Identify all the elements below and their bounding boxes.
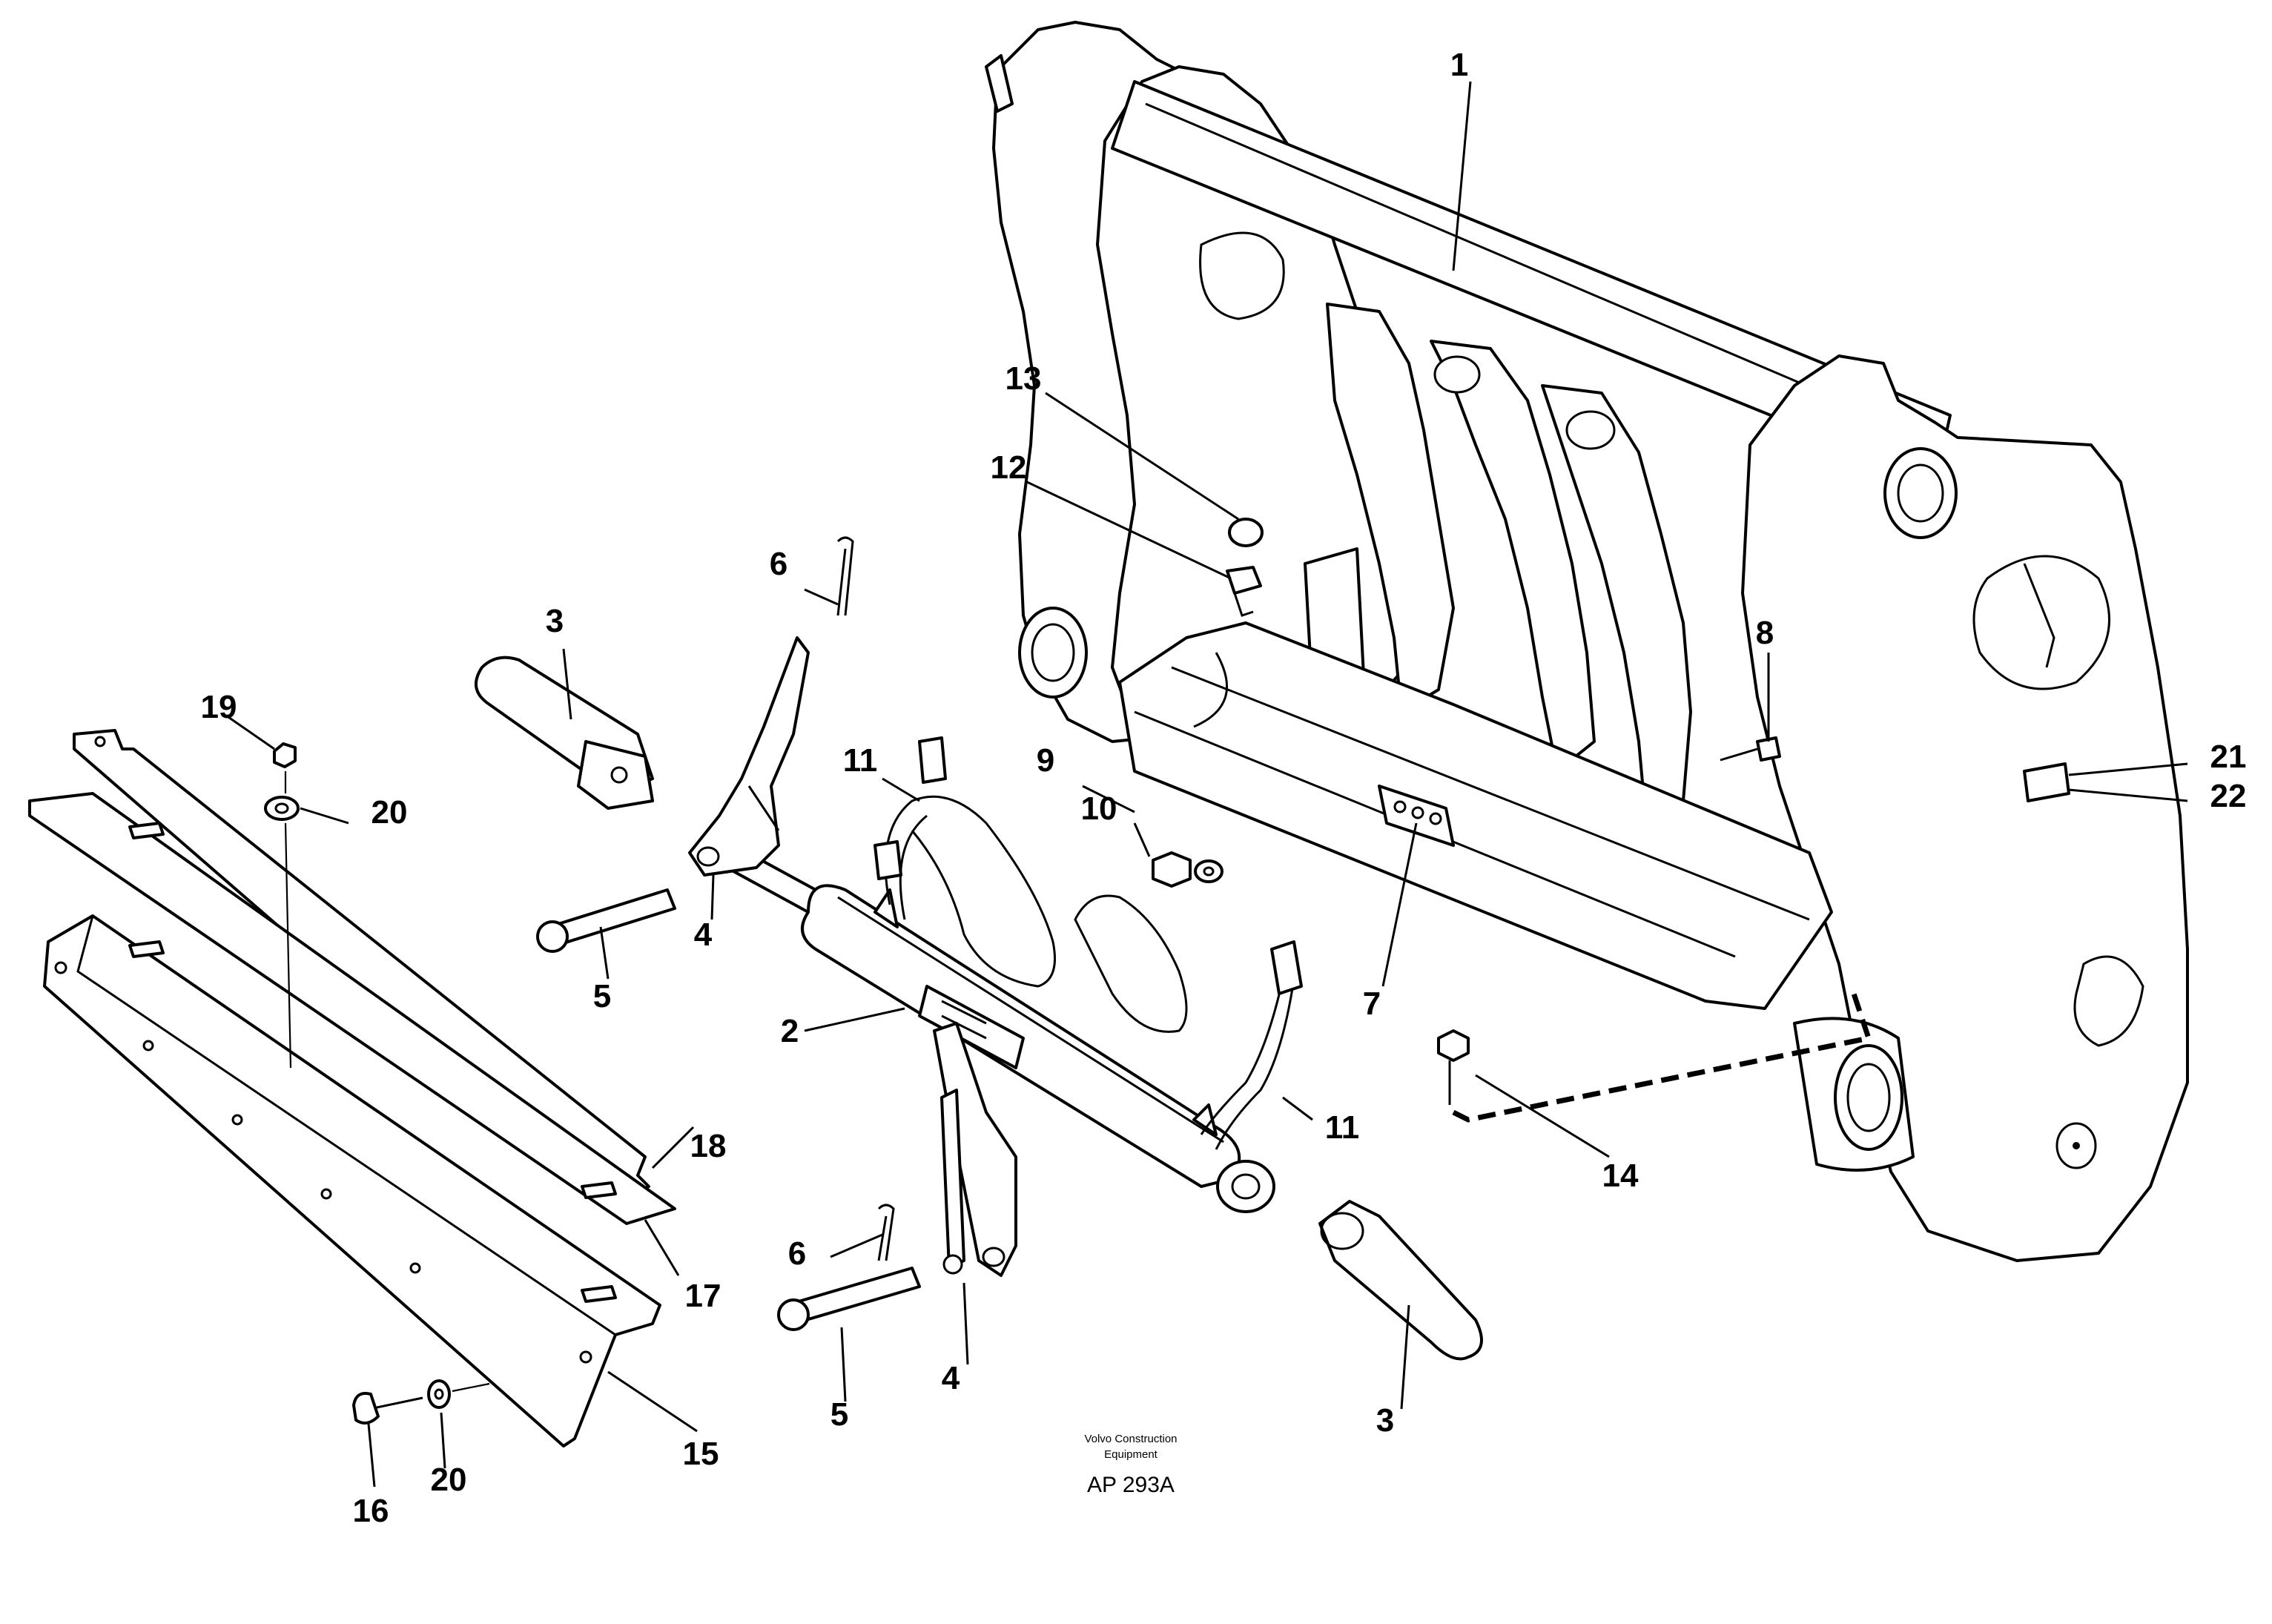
bolt-19: [273, 742, 297, 768]
washer-20-lower: [427, 1379, 490, 1409]
label-8: 8: [1756, 615, 1774, 651]
upper-pin-5: [536, 888, 676, 953]
label-18: 18: [690, 1128, 727, 1164]
label-15: 15: [683, 1436, 719, 1472]
label-11-upper: 11: [843, 742, 878, 779]
label-11-lower: 11: [1325, 1109, 1360, 1146]
plate-17: [28, 792, 676, 1225]
label-16: 16: [353, 1493, 389, 1529]
hydraulic-cylinder: [725, 844, 1275, 1213]
label-19: 19: [201, 689, 237, 725]
credit-line-2: Equipment: [1104, 1448, 1158, 1461]
nut-10: [1152, 851, 1192, 888]
credit-line-1: Volvo Construction: [1084, 1433, 1177, 1445]
frame-assembly: [985, 21, 2189, 1262]
bolt-14: [1437, 992, 1872, 1123]
label-20-lower: 20: [431, 1462, 467, 1498]
washer-20-upper: [264, 771, 300, 1069]
hydraulic-hoses: [874, 736, 1303, 1150]
lower-cotter-pin: [877, 1204, 895, 1261]
lower-bracket: [933, 1022, 1017, 1277]
label-17: 17: [685, 1278, 721, 1314]
label-14: 14: [1602, 1158, 1639, 1194]
decal-plate: [2023, 762, 2070, 802]
lower-pin-3: [1318, 1200, 1483, 1361]
label-21: 21: [2210, 739, 2247, 775]
upper-cotter-pin: [836, 536, 854, 616]
label-10: 10: [1081, 790, 1117, 827]
locking-bar: [1118, 621, 1833, 1010]
label-5-lower: 5: [830, 1396, 848, 1433]
label-3-upper: 3: [546, 603, 564, 639]
cap-13: [1228, 518, 1264, 547]
washer-9: [1194, 859, 1223, 883]
label-4-upper: 4: [694, 917, 713, 953]
leader-lines: [225, 81, 2188, 1488]
label-6-upper: 6: [770, 546, 787, 582]
plate-15: [43, 914, 661, 1448]
label-22: 22: [2210, 778, 2247, 814]
label-7: 7: [1363, 986, 1381, 1022]
label-20-upper: 20: [371, 794, 408, 831]
fitting-12: [1226, 566, 1262, 617]
drawing-credit: Volvo Construction Equipment AP 293A: [1084, 1433, 1177, 1497]
lower-pin-5: [777, 1267, 921, 1331]
bolt-8: [1720, 736, 1781, 762]
label-5-upper: 5: [593, 978, 611, 1014]
label-12: 12: [991, 449, 1027, 486]
label-6-lower: 6: [788, 1235, 806, 1272]
label-1: 1: [1450, 47, 1468, 83]
label-9: 9: [1037, 742, 1054, 779]
label-13: 13: [1005, 360, 1042, 397]
bolt-16: [352, 1392, 423, 1425]
upper-bracket: [688, 636, 810, 877]
callout-labels: 1 2 3 3 4 4 5 5 6 6 7 8 9 10 11 11 12 13…: [201, 47, 2247, 1529]
label-4-lower: 4: [942, 1360, 960, 1396]
drawing-code: AP 293A: [1087, 1473, 1175, 1497]
upper-pin-3: [475, 656, 654, 810]
label-2: 2: [781, 1013, 799, 1049]
label-3-lower: 3: [1376, 1402, 1394, 1439]
